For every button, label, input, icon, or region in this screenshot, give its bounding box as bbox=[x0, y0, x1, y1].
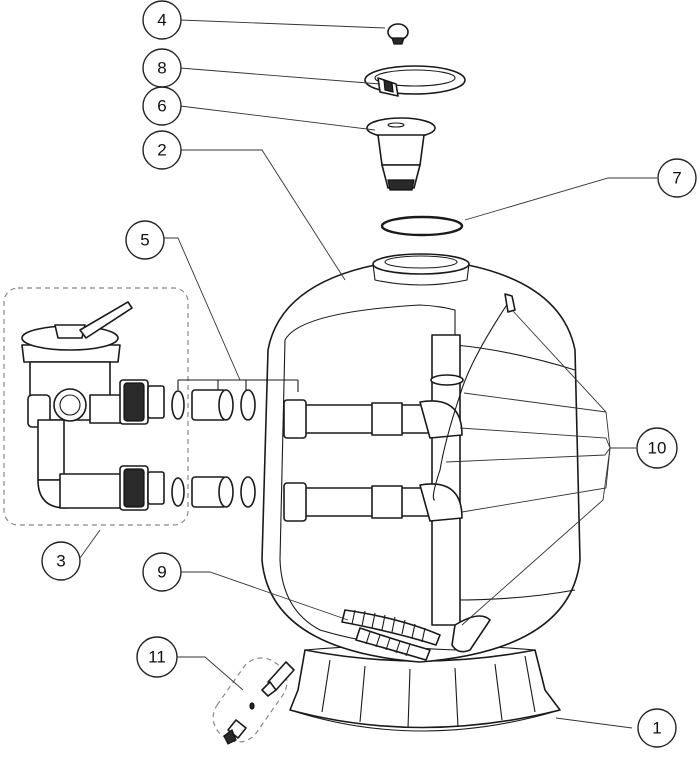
callout-label: 9 bbox=[157, 563, 166, 582]
leader-lines bbox=[79, 19, 657, 729]
callout-label: 10 bbox=[648, 439, 667, 458]
callout-6: 6 bbox=[142, 86, 182, 126]
multiport-valve bbox=[21, 301, 165, 511]
bottom-laterals bbox=[341, 609, 491, 661]
callout-7: 7 bbox=[657, 158, 697, 198]
drain-plug bbox=[223, 661, 295, 745]
callout-9: 9 bbox=[142, 552, 182, 592]
union-connectors bbox=[171, 379, 299, 508]
callout-label: 1 bbox=[652, 719, 661, 738]
tank-body bbox=[261, 253, 581, 663]
callout-5: 5 bbox=[125, 220, 165, 260]
callout-label: 4 bbox=[157, 11, 166, 30]
tank-base bbox=[289, 644, 561, 732]
o-ring bbox=[380, 215, 464, 237]
internal-plumbing bbox=[283, 293, 516, 626]
valve-assembly-box bbox=[3, 287, 189, 526]
callout-label: 3 bbox=[56, 552, 65, 571]
callout-10: 10 bbox=[636, 427, 678, 469]
callout-label: 6 bbox=[157, 97, 166, 116]
callout-3: 3 bbox=[41, 541, 81, 581]
callout-8: 8 bbox=[142, 48, 182, 88]
callout-4: 4 bbox=[142, 0, 182, 40]
callout-label: 5 bbox=[140, 231, 149, 250]
callout-label: 7 bbox=[672, 169, 681, 188]
callout-11: 11 bbox=[136, 636, 178, 678]
callout-label: 11 bbox=[148, 648, 166, 667]
lock-ring bbox=[364, 65, 466, 97]
callout-2: 2 bbox=[142, 130, 182, 170]
callout-1: 1 bbox=[637, 708, 677, 748]
drain-kit-box bbox=[212, 657, 288, 743]
clamp bbox=[387, 23, 409, 45]
callout-label: 2 bbox=[157, 141, 166, 160]
tank-lid bbox=[366, 117, 436, 191]
callout-label: 8 bbox=[157, 59, 166, 78]
